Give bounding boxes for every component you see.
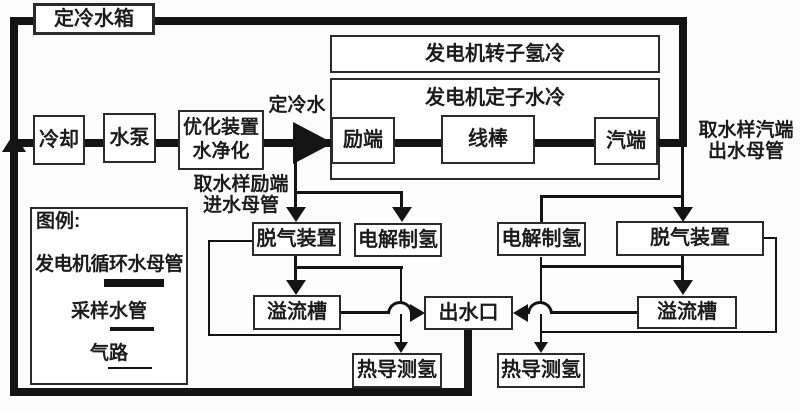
arrow-left-outlet-icon bbox=[513, 304, 528, 322]
pipe-overflow-left-to-outlet bbox=[341, 311, 389, 314]
pipe-gas-left-out bbox=[208, 240, 252, 242]
pipe-sample-steam-down bbox=[681, 147, 684, 209]
pipe-loop-top bbox=[10, 17, 687, 25]
pipe-degasser-left-to-overflow bbox=[294, 256, 297, 282]
pipe-connector-right bbox=[541, 265, 684, 268]
pipe-gas-right-across bbox=[542, 331, 777, 333]
node-overflow-left: 溢流槽 bbox=[253, 295, 341, 330]
node-pump: 水泵 bbox=[103, 113, 156, 163]
pipe-sample-steam-branch bbox=[541, 195, 684, 198]
arrow-right-outlet-icon bbox=[410, 304, 425, 322]
label-sample-steam-outlet: 取水样汽端 出水母管 bbox=[698, 120, 794, 162]
pipe-gas-left-across bbox=[208, 334, 402, 336]
node-bar: 线棒 bbox=[441, 115, 535, 164]
node-stator-label: 发电机定子水冷 bbox=[425, 87, 565, 109]
arrow-cold-water-icon bbox=[293, 122, 333, 164]
pipe-outlet-return bbox=[464, 328, 472, 392]
pipe-sample-exc-branch bbox=[294, 191, 403, 194]
label-cold-water: 定冷水 bbox=[268, 95, 326, 116]
node-degasser-right: 脱气装置 bbox=[616, 221, 764, 256]
node-tank: 定冷水箱 bbox=[33, 3, 155, 35]
node-outlet: 出水口 bbox=[424, 296, 513, 330]
legend-item-sampling: 采样水管 bbox=[70, 301, 147, 322]
legend-item-circulation: 发电机循环水母管 bbox=[34, 254, 184, 275]
legend-box bbox=[30, 207, 188, 385]
pipe-connector-left bbox=[294, 266, 403, 269]
label-sample-exc-inlet: 取水样励端 进水母管 bbox=[193, 174, 289, 216]
node-steam-end: 汽端 bbox=[594, 117, 658, 165]
legend-sample-medium-line bbox=[110, 327, 154, 331]
pipe-sample-exc-branch-down bbox=[400, 191, 403, 209]
pipe-gas-right-to-thermal bbox=[540, 257, 542, 342]
arrow-up-return-icon bbox=[2, 133, 26, 152]
arrow-down-thermal-left-icon bbox=[394, 342, 408, 353]
pipe-sample-steam-branch-down bbox=[540, 195, 543, 222]
node-purifier: 优化装置 水净化 bbox=[178, 110, 264, 170]
node-exc-end: 励端 bbox=[331, 117, 395, 164]
node-rotor-box: 发电机转子氢冷 bbox=[330, 35, 660, 73]
legend-sample-thin-line bbox=[108, 367, 152, 369]
node-thermal-left: 热导测氢 bbox=[352, 353, 442, 388]
node-electrolysis-right: 电解制氢 bbox=[497, 222, 586, 256]
pipe-overflow-right-to-outlet bbox=[551, 311, 637, 314]
pipe-loop-right bbox=[679, 17, 687, 147]
pipe-gas-right-down bbox=[775, 237, 777, 333]
pipe-sample-exc-down bbox=[294, 147, 297, 209]
arrow-down-overflow-left-icon bbox=[286, 280, 306, 295]
pipe-degasser-right-to-overflow bbox=[681, 256, 684, 282]
legend-sample-thick-line bbox=[104, 279, 164, 287]
pipe-gas-right-out bbox=[764, 237, 777, 239]
node-cooling: 冷却 bbox=[33, 115, 85, 165]
arrow-down-thermal-right-icon bbox=[534, 342, 548, 353]
arrow-down-degasser-left-icon bbox=[286, 207, 306, 222]
node-electrolysis-left: 电解制氢 bbox=[354, 223, 442, 257]
pipe-hop-right bbox=[527, 301, 553, 314]
legend-item-gas: 气路 bbox=[89, 343, 128, 364]
node-overflow-right: 溢流槽 bbox=[637, 296, 737, 329]
node-degasser-left: 脱气装置 bbox=[252, 222, 341, 256]
pipe-loop-left bbox=[10, 17, 18, 396]
arrow-down-overflow-right-icon bbox=[673, 280, 693, 295]
arrow-down-electrolysis-left-icon bbox=[392, 207, 412, 222]
arrow-down-degasser-right-icon bbox=[673, 207, 693, 222]
pipe-loop-bottom bbox=[10, 388, 472, 396]
node-thermal-right: 热导测氢 bbox=[497, 353, 585, 388]
node-rotor-label: 发电机转子氢冷 bbox=[425, 42, 565, 65]
legend-title: 图例: bbox=[36, 211, 81, 232]
pipe-gas-left-down bbox=[208, 240, 210, 336]
